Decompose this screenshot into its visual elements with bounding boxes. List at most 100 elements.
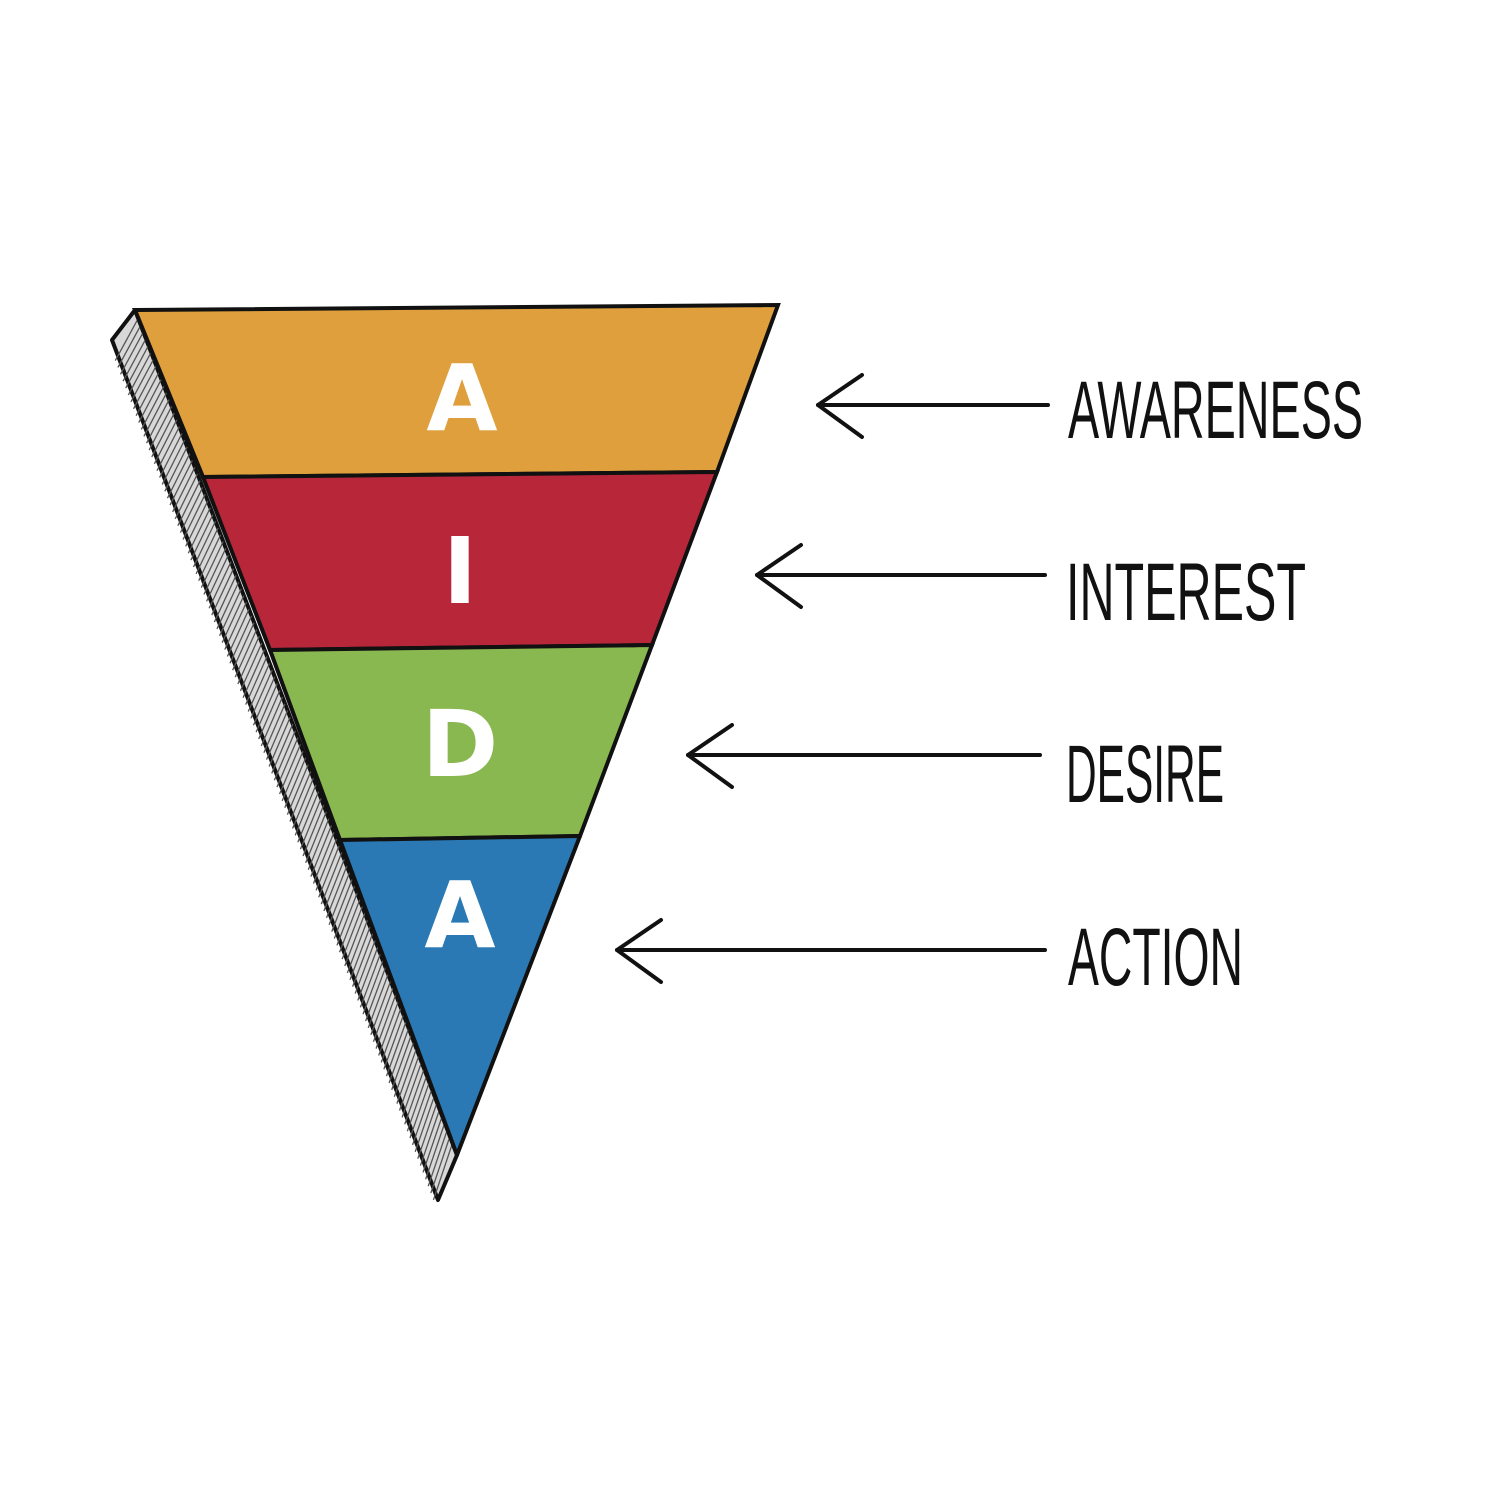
hatch-line [145,399,170,444]
hatch-line [247,662,271,712]
hatch-line [179,487,204,533]
hatch-line [242,649,266,698]
hatch-line [318,845,340,898]
hatch-line [383,1014,405,1070]
hatch-line [218,588,242,637]
hatch-line [229,615,253,664]
hatch-line [278,744,302,795]
hatch-line [336,892,358,946]
hatch-line [323,859,345,912]
hatch-line [263,703,286,754]
arrow-left-icon [615,918,1047,984]
hatch-line [362,960,384,1015]
hatch-line [258,689,281,740]
hatch-line [135,372,160,416]
stage-letter-desire: D [422,691,498,798]
hatch-line [172,466,196,513]
hatch-line [239,642,263,692]
hatch-line [320,852,343,905]
hatch-line [211,568,235,616]
hatch-line [122,338,147,382]
hatch-line [182,493,206,540]
hatch-line [140,385,165,430]
hatch-line [250,669,273,719]
hatch-line [164,446,188,492]
arrow-left-icon [686,723,1042,789]
hatch-line [148,406,173,451]
hatch-line [216,581,240,630]
hatch-line [286,764,309,815]
arrow-left-icon [755,543,1047,609]
hatch-line [273,730,296,781]
hatch-line [388,1028,410,1084]
hatch-line [232,622,255,671]
hatch-line [234,629,258,678]
hatch-line [305,811,327,864]
hatch-line [378,1000,400,1056]
hatch-line [205,554,229,602]
hatch-line [268,717,291,767]
hatch-line [284,757,307,809]
stage-label-interest: INTEREST [1066,547,1306,638]
hatch-line [333,886,356,939]
hatch-line [351,933,374,987]
hatch-line [177,480,201,527]
hatch-line [312,831,335,884]
hatch-line [396,1048,418,1104]
hatch-line [406,1075,428,1132]
hatch-line [245,656,268,705]
hatch-line [297,791,320,843]
stage-letter-awareness: A [426,345,497,452]
hatch-line [375,994,397,1049]
hatch-line [198,534,222,582]
hatch-line [393,1041,415,1097]
hatch-line [200,541,224,588]
hatch-line [271,723,294,774]
hatch-line [289,771,312,822]
hatch-line [255,683,278,733]
hatch-line [260,696,284,747]
hatch-line [195,527,219,575]
hatch-line [419,1109,441,1166]
hatch-line [125,345,150,389]
hatch-line [414,1095,436,1153]
hatch-line [294,784,317,836]
hatch-line [226,608,250,657]
hatch-line [159,433,183,478]
hatch-line [365,967,387,1022]
stage-letter-action: A [424,862,495,969]
hatch-line [422,1115,443,1173]
hatch-line [192,520,217,568]
hatch-line [138,378,162,423]
hatch-line [302,804,325,857]
hatch-line [292,777,314,829]
arrow-left-icon [816,373,1050,439]
hatch-line [411,1088,433,1146]
hatch-line [151,412,175,458]
hatch-line [281,750,304,802]
hatch-line [359,953,381,1008]
hatch-line [417,1102,438,1159]
hatch-line [432,1142,454,1201]
hatch-line [190,514,214,561]
hatch-line [372,987,394,1042]
hatch-line [357,946,379,1001]
hatch-line [208,561,232,609]
hatch-line [169,460,193,506]
hatch-line [166,453,191,499]
hatch-line [117,324,142,368]
hatch-line [187,507,211,554]
hatch-line [265,710,289,760]
hatch-line [328,872,351,925]
hatch-line [315,838,338,891]
hatch-line [174,473,199,520]
hatch-line [430,1136,451,1194]
hatch-line [185,500,209,547]
hatch-line [367,973,389,1029]
hatch-line [276,737,299,788]
hatch-line [221,595,245,643]
hatch-line [424,1122,446,1180]
hatch-line [132,365,157,410]
hatch-line [119,331,144,375]
